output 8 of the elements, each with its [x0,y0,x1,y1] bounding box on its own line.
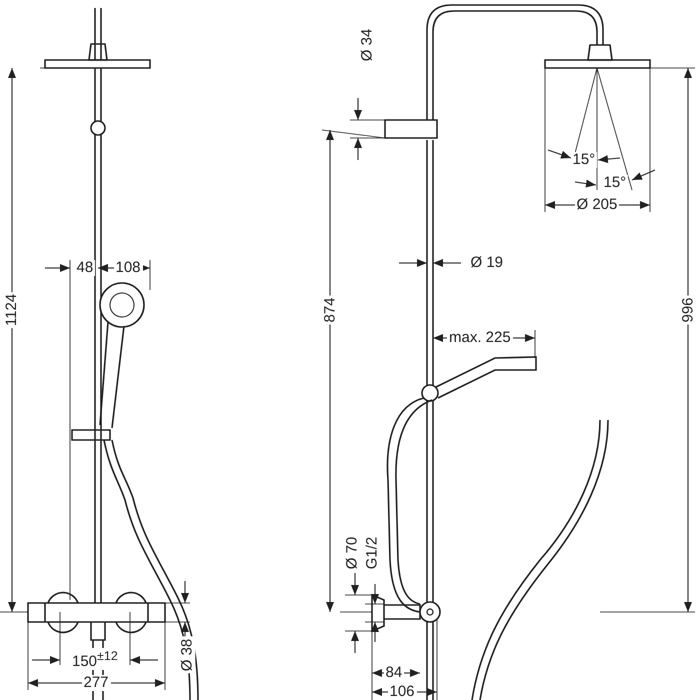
dimension-label: Ø 34 [358,26,375,64]
dimension-label: Ø 38 [178,636,195,674]
dimension-label: 48 [74,260,96,276]
dimension-label: 277 [82,675,111,691]
dimension-label: Ø 70 [344,534,360,572]
dimension-label: G1/2 [364,534,380,572]
dimension-label: 15° [570,152,598,168]
dimension-label: 150$^{±12}$ [70,648,120,670]
